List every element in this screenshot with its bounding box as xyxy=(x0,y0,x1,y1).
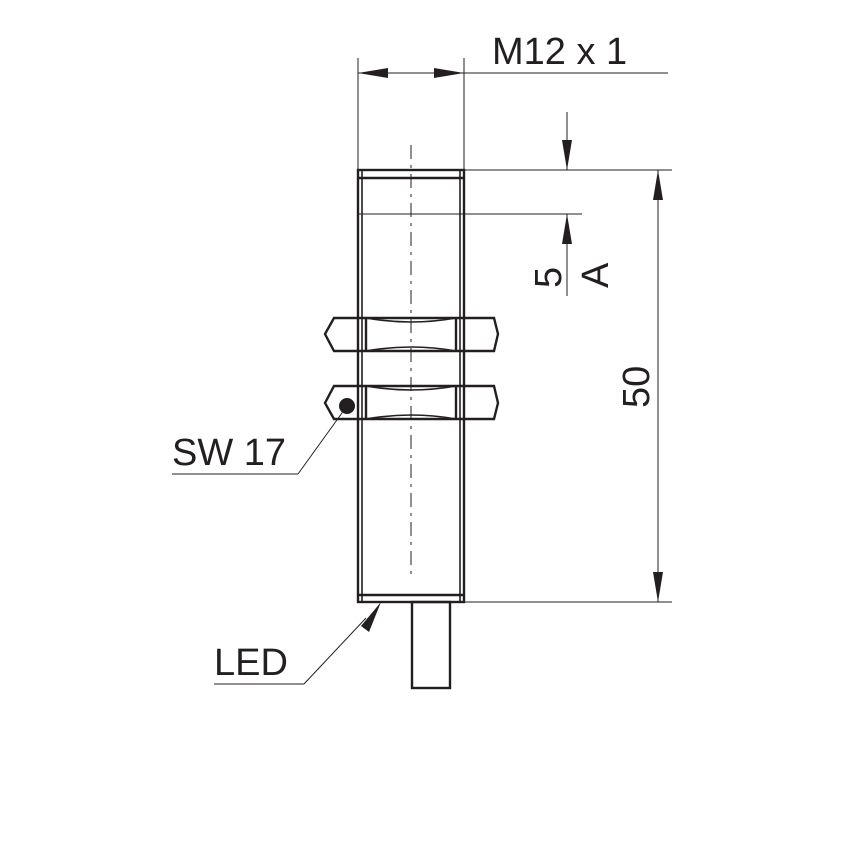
nut-upper xyxy=(323,316,500,353)
sensing-distance-dimension: 5 A xyxy=(464,112,672,296)
length-label: 50 xyxy=(616,366,658,408)
sensing-face-label: A xyxy=(575,262,617,288)
cable xyxy=(410,600,452,690)
sensing-distance-label: 5 xyxy=(528,267,570,288)
led-callout: LED xyxy=(214,602,381,685)
led-label: LED xyxy=(214,642,288,684)
length-dimension: 50 xyxy=(464,170,672,603)
wrench-size-callout: SW 17 xyxy=(172,405,348,475)
thread-dimension: M12 x 1 xyxy=(357,31,668,170)
thread-label: M12 x 1 xyxy=(492,31,627,73)
wrench-label: SW 17 xyxy=(172,432,286,474)
